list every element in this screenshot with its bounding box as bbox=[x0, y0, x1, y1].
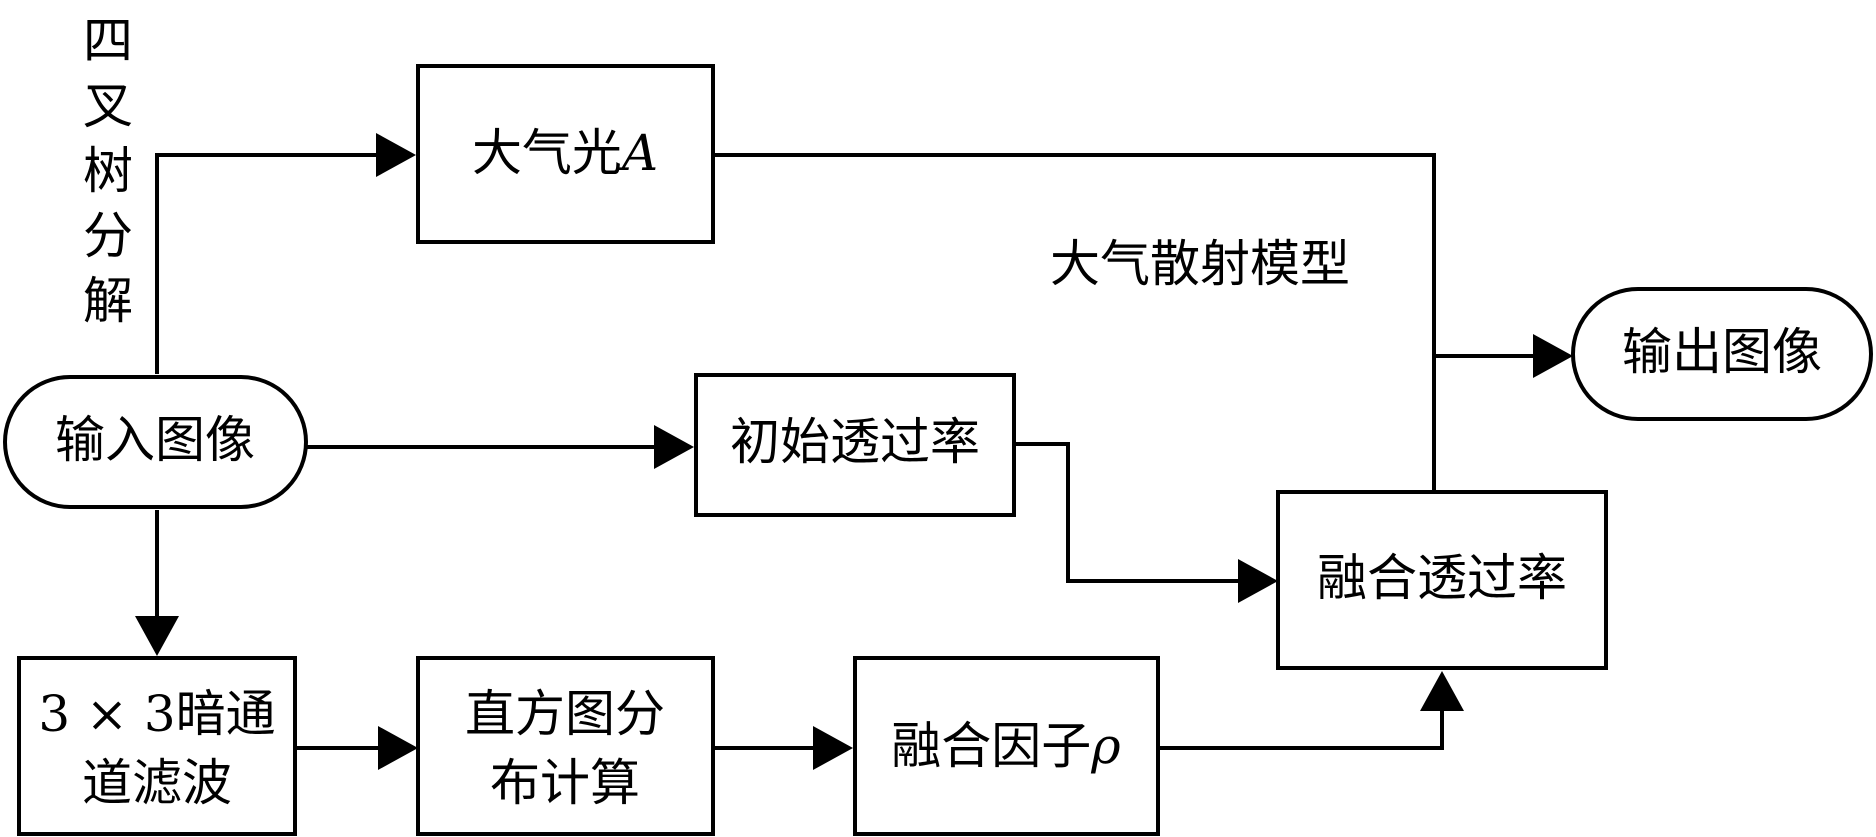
arrowhead-fused-from-left bbox=[1238, 559, 1278, 603]
quadtree-char: 叉 bbox=[83, 77, 133, 135]
node-histogram-label-line2: 布计算 bbox=[490, 754, 640, 812]
node-dark-channel-label-line1: 3 × 3暗通 bbox=[38, 685, 275, 743]
node-histogram-label-line1: 直方图分 bbox=[465, 685, 665, 743]
arrowhead-histogram bbox=[378, 726, 418, 770]
quadtree-char: 分 bbox=[83, 207, 133, 265]
arrowhead-dark-channel bbox=[135, 616, 179, 656]
node-atmospheric-light: 大气光A bbox=[416, 64, 715, 244]
node-dark-channel-filter: 3 × 3暗通 道滤波 bbox=[17, 656, 297, 836]
node-dark-channel-label-line2: 道滤波 bbox=[82, 754, 232, 812]
arrowhead-initial-transmittance bbox=[654, 425, 694, 469]
edge-fusion-factor-to-fused-transmittance bbox=[1158, 709, 1444, 750]
node-initial-transmittance: 初始透过率 bbox=[694, 373, 1016, 517]
arrowhead-fusion-factor bbox=[813, 726, 853, 770]
node-output-image: 输出图像 bbox=[1571, 287, 1873, 421]
node-initial-transmittance-label: 初始透过率 bbox=[730, 413, 980, 471]
node-input-image: 输入图像 bbox=[3, 375, 308, 509]
arrowhead-fused-from-below bbox=[1420, 671, 1464, 711]
node-input-image-label: 输入图像 bbox=[55, 411, 255, 469]
node-atmospheric-light-label: 大气光A bbox=[472, 124, 658, 182]
edge-initial-to-fused-transmittance bbox=[1014, 442, 1240, 583]
quadtree-char: 四 bbox=[83, 12, 133, 70]
scattering-model-label: 大气散射模型 bbox=[1050, 235, 1350, 293]
node-fusion-factor-label: 融合因子ρ bbox=[891, 717, 1121, 775]
edge-atmospheric-light-to-scattering-model bbox=[713, 153, 1436, 492]
quadtree-char: 树 bbox=[83, 142, 133, 200]
node-histogram-calculation: 直方图分 布计算 bbox=[416, 656, 715, 836]
edge-input-to-atmospheric-light bbox=[155, 153, 378, 374]
arrowhead-atmospheric-light bbox=[376, 133, 416, 177]
quadtree-decomposition-label: 四 叉 树 分 解 bbox=[83, 12, 133, 330]
node-output-image-label: 输出图像 bbox=[1622, 323, 1822, 381]
node-fused-transmittance: 融合透过率 bbox=[1276, 490, 1608, 670]
arrowhead-output bbox=[1533, 334, 1573, 378]
quadtree-char: 解 bbox=[83, 272, 133, 330]
node-fused-transmittance-label: 融合透过率 bbox=[1317, 549, 1567, 607]
node-fusion-factor: 融合因子ρ bbox=[853, 656, 1160, 836]
